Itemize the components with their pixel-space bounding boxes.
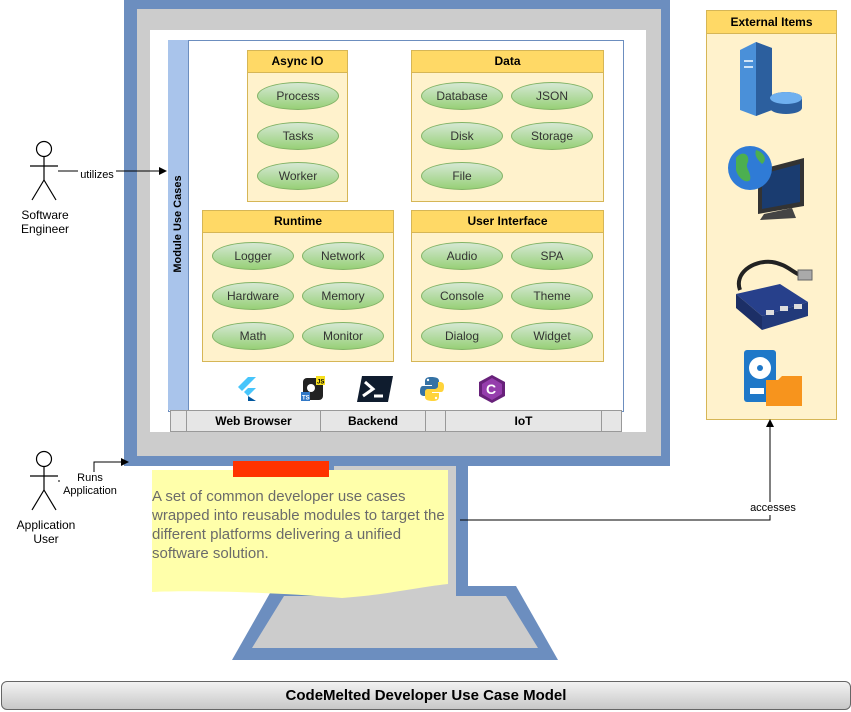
actor-application-user-label: Application User (16, 518, 76, 546)
use-case-oval: Monitor (302, 322, 384, 350)
use-case-oval: Widget (511, 322, 593, 350)
use-case-oval: Tasks (257, 122, 339, 150)
platform-divider (320, 411, 321, 431)
use-case-oval: JSON (511, 82, 593, 110)
platform-divider (445, 411, 446, 431)
edge-label-runs-application: Runs Application (60, 472, 120, 498)
group-async-io: Async IO Process Tasks Worker (247, 50, 348, 202)
platform-divider (425, 411, 426, 431)
use-case-oval: Database (421, 82, 503, 110)
group-title: User Interface (412, 211, 603, 233)
edge-label-utilizes: utilizes (78, 169, 116, 182)
group-runtime: Runtime Logger Network Hardware Memory M… (202, 210, 394, 362)
sticky-note-text: A set of common developer use cases wrap… (152, 488, 445, 562)
edge-label-accesses: accesses (746, 502, 800, 515)
use-case-oval: SPA (511, 242, 593, 270)
platform-web-browser: Web Browser (215, 414, 292, 428)
flutter-icon (238, 377, 256, 401)
group-data: Data Database JSON Disk Storage File (411, 50, 604, 202)
use-case-oval: Audio (421, 242, 503, 270)
module-side-bar (168, 40, 189, 410)
actor-application-user-icon (30, 450, 58, 511)
group-title: Data (412, 51, 603, 73)
use-case-oval: Disk (421, 122, 503, 150)
globe-monitor-icon (728, 146, 804, 220)
platform-bar: Web Browser Backend IoT (170, 410, 622, 432)
use-case-oval: Memory (302, 282, 384, 310)
external-items-title: External Items (707, 11, 836, 34)
group-title: Async IO (248, 51, 347, 73)
javascript-typescript-icon: JS TS (301, 376, 325, 402)
actor-software-engineer-icon (30, 140, 58, 201)
platform-divider (601, 411, 602, 431)
svg-text:JS: JS (317, 380, 324, 386)
platform-divider (186, 411, 187, 431)
use-case-oval: Logger (212, 242, 294, 270)
sticky-note-tape (233, 461, 329, 477)
server-database-icon (740, 42, 802, 116)
csharp-icon: C (479, 375, 505, 403)
use-case-oval: Storage (511, 122, 593, 150)
use-case-oval: Dialog (421, 322, 503, 350)
actor-software-engineer-label: Software Engineer (20, 208, 70, 236)
svg-text:TS: TS (302, 396, 310, 402)
use-case-oval: Process (257, 82, 339, 110)
diagram-title-bar: CodeMelted Developer Use Case Model (1, 681, 851, 710)
use-case-oval: Math (212, 322, 294, 350)
svg-text:C: C (486, 381, 496, 397)
file-storage-icon (744, 350, 802, 406)
sticky-note (152, 470, 448, 598)
use-case-oval: File (421, 162, 503, 190)
use-case-oval: Theme (511, 282, 593, 310)
use-case-oval: Worker (257, 162, 339, 190)
use-case-oval: Hardware (212, 282, 294, 310)
group-user-interface: User Interface Audio SPA Console Theme D… (411, 210, 604, 362)
usb-hub-icon (736, 259, 813, 330)
platform-backend: Backend (347, 414, 399, 428)
powershell-icon (357, 376, 393, 402)
use-case-oval: Console (421, 282, 503, 310)
use-case-oval: Network (302, 242, 384, 270)
python-icon (420, 377, 444, 401)
group-title: Runtime (203, 211, 393, 233)
platform-iot: IoT (514, 414, 533, 428)
